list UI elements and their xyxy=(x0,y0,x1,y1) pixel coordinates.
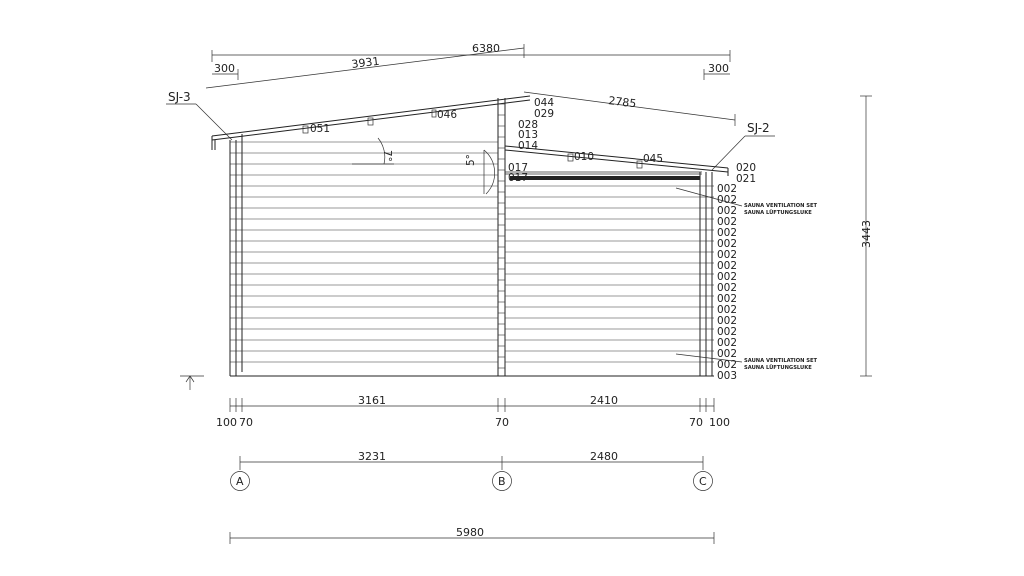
section-tag-left: SJ-3 xyxy=(168,90,191,104)
wall-code: 002 xyxy=(717,238,737,250)
wall-code: 002 xyxy=(717,260,737,272)
dim-roof-right-slope: 2785 xyxy=(608,94,637,110)
wall-code-column: 0020020020020020020020020020020020020020… xyxy=(717,183,737,382)
wall-code: 002 xyxy=(717,304,737,316)
part-045: 045 xyxy=(643,153,663,165)
dim-total-bottom: 5980 xyxy=(456,526,484,539)
wall-code: 002 xyxy=(717,216,737,228)
part-013: 013 xyxy=(518,129,538,141)
wall-code: 002 xyxy=(717,348,737,360)
part-046: 046 xyxy=(437,109,457,121)
wall-structure xyxy=(229,98,743,377)
ground-marker xyxy=(180,375,204,390)
part-017b: 017 xyxy=(508,172,528,184)
dim-roof-left-slope: 3931 xyxy=(351,55,380,71)
wall-code: 002 xyxy=(717,205,737,217)
axis-label-b: B xyxy=(498,475,506,488)
wall-code: 002 xyxy=(717,227,737,239)
wall-code: 002 xyxy=(717,337,737,349)
dim-height: 3443 xyxy=(860,220,873,248)
dim-axis-bc: 2480 xyxy=(590,450,618,463)
roof-part-labels: 051 046 044 029 028 013 014 010 045 017 … xyxy=(310,97,756,185)
top-dimension-chain: 6380 300 300 3931 2785 xyxy=(205,42,736,126)
axis-label-c: C xyxy=(699,475,707,488)
logs-right xyxy=(505,185,700,363)
bottom-dimension-chain: 3161 2410 100 70 70 70 100 xyxy=(216,394,730,429)
section-tags: SJ-3 SJ-2 xyxy=(166,90,775,171)
vent-top-line1: SAUNA VENTILATION SET xyxy=(744,203,818,209)
angle-left-roof: 7° xyxy=(381,150,393,162)
total-bottom-dimension: 5980 xyxy=(229,526,715,544)
section-tag-right: SJ-2 xyxy=(747,121,770,135)
wall-code: 002 xyxy=(717,326,737,338)
height-dimension: 3443 xyxy=(860,95,873,377)
dim-axis-ab: 3231 xyxy=(358,450,386,463)
roof xyxy=(211,95,729,195)
part-020: 020 xyxy=(736,162,756,174)
dim-overhang-right: 300 xyxy=(708,62,729,75)
part-029: 029 xyxy=(534,108,554,120)
wall-code: 002 xyxy=(717,359,737,371)
axis-grid: 3231 2480 A B C xyxy=(230,450,713,491)
wall-code: 002 xyxy=(717,271,737,283)
log-ends xyxy=(230,103,714,369)
wall-code: 002 xyxy=(717,315,737,327)
part-051: 051 xyxy=(310,123,330,135)
vent-top-line2: SAUNA LÜFTUNGSLUKE xyxy=(744,209,812,216)
dim-70-mid: 70 xyxy=(495,416,509,429)
vent-bottom-line1: SAUNA VENTILATION SET xyxy=(744,358,818,364)
wall-code: 002 xyxy=(717,293,737,305)
wall-code: 002 xyxy=(717,282,737,294)
part-044: 044 xyxy=(534,97,554,109)
wall-code: 002 xyxy=(717,183,737,195)
part-017: 017 xyxy=(508,162,528,174)
dim-overhang-left: 300 xyxy=(214,62,235,75)
part-021: 021 xyxy=(736,173,756,185)
wall-code: 003 xyxy=(717,370,737,382)
dim-bottom-left: 3161 xyxy=(358,394,386,407)
part-010: 010 xyxy=(574,151,594,163)
part-028: 028 xyxy=(518,119,538,131)
dim-100-right: 100 xyxy=(709,416,730,429)
dim-bottom-right: 2410 xyxy=(590,394,618,407)
dim-100-left: 100 xyxy=(216,416,237,429)
vent-bottom-line2: SAUNA LÜFTUNGSLUKE xyxy=(744,364,812,371)
logs-left xyxy=(242,141,498,363)
vent-notes: SAUNA VENTILATION SET SAUNA LÜFTUNGSLUKE… xyxy=(744,203,818,371)
dim-70-left: 70 xyxy=(239,416,253,429)
axis-label-a: A xyxy=(236,475,244,488)
angle-right-roof: 5° xyxy=(465,154,477,166)
wall-code: 002 xyxy=(717,194,737,206)
dim-70-right: 70 xyxy=(689,416,703,429)
part-014: 014 xyxy=(518,140,538,152)
wall-code: 002 xyxy=(717,249,737,261)
